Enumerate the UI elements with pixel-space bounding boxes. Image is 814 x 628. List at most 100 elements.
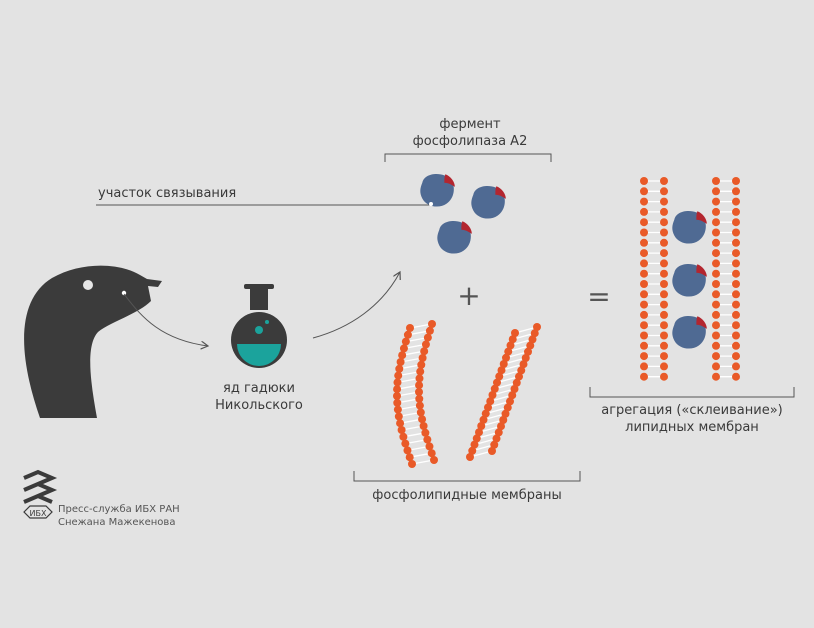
lipid-molecule [396, 354, 427, 366]
logo-text: ИБХ [30, 509, 47, 518]
lipid-molecule [470, 434, 501, 449]
lipid-molecule [393, 381, 424, 394]
lipid-molecule [640, 259, 668, 268]
lipid-molecule [712, 207, 740, 216]
lipid-molecule [640, 362, 668, 371]
lipid-molecule [399, 340, 430, 353]
enzyme-molecule [672, 315, 707, 349]
enzyme-label-line1: фермент [439, 117, 501, 132]
lipid-molecule [401, 333, 432, 346]
lipid-molecule [640, 269, 668, 278]
lipid-molecule [486, 391, 517, 406]
lipid-molecule [712, 331, 740, 340]
lipid-molecule [396, 415, 427, 428]
lipid-molecule [712, 269, 740, 278]
lipid-molecule [490, 378, 521, 393]
enzyme-label-line2: фосфолипаза А2 [412, 134, 528, 149]
ibch-logo-icon: ИБХ [23, 469, 58, 519]
enzyme-molecule [420, 173, 455, 207]
membranes-label: фосфолипидные мембраны [372, 488, 562, 503]
flask-icon [231, 284, 287, 368]
lipid-molecule [640, 331, 668, 340]
lipid-molecule [394, 408, 425, 421]
lipid-molecule [408, 456, 438, 468]
aggregation-label-line1: агрегация («склеивание») [601, 403, 783, 418]
lipid-molecule [640, 290, 668, 299]
lipid-molecule [712, 372, 740, 381]
lipid-molecule [640, 321, 668, 330]
lipid-molecule [712, 341, 740, 350]
enzyme-bracket [384, 153, 552, 162]
lipid-molecule [640, 352, 668, 361]
aggregation-bracket [589, 387, 795, 398]
enzyme-molecule [672, 210, 707, 244]
plus-sign: + [457, 279, 480, 312]
lipid-molecule [712, 259, 740, 268]
arrow-flask-to-enzyme [312, 272, 400, 339]
lipid-molecule [502, 347, 532, 362]
equals-sign: = [587, 280, 610, 313]
lipid-molecule [401, 435, 432, 448]
lipid-molecule [712, 177, 740, 185]
lipid-molecule [403, 326, 434, 339]
enzyme-molecule [672, 263, 707, 297]
arrow-snake-to-flask [123, 293, 208, 346]
phospholipid-membranes [393, 320, 541, 468]
membranes-bracket [353, 471, 581, 482]
lipid-molecule [640, 310, 668, 319]
lipid-molecule [481, 403, 512, 418]
lipid-molecule [488, 385, 519, 399]
lipid-molecule [499, 354, 530, 368]
binding-site-marker [429, 202, 433, 206]
lipid-molecule [484, 397, 514, 412]
snake-icon [24, 265, 163, 418]
lipid-molecule [399, 428, 430, 441]
lipid-molecule [497, 360, 528, 375]
lipid-molecule [640, 300, 668, 309]
lipid-molecule [397, 422, 428, 434]
lipid-molecule [393, 401, 424, 414]
venom-label-line1: яд гадюки [223, 381, 295, 396]
lipid-molecule [712, 290, 740, 299]
lipid-molecule [640, 280, 668, 288]
lipid-molecule [403, 442, 434, 455]
lipid-molecule [393, 394, 424, 407]
lipid-molecule [712, 352, 740, 361]
lipid-molecule [712, 362, 740, 371]
lipid-molecule [406, 320, 436, 332]
lipid-molecule [640, 238, 668, 247]
lipid-molecule [712, 238, 740, 247]
lipid-molecule [712, 228, 740, 237]
aggregated-membranes [640, 177, 740, 381]
venom-label: яд гадюки Никольского [189, 380, 329, 414]
lipid-molecule [640, 372, 668, 381]
lipid-molecule [640, 197, 668, 206]
lipid-molecule [479, 409, 510, 424]
lipid-molecule [395, 360, 426, 373]
lipid-molecule [640, 187, 668, 196]
lipid-molecule [511, 323, 541, 337]
enzyme-label: фермент фосфолипаза А2 [390, 116, 550, 150]
lipid-molecule [640, 341, 668, 350]
credit-line1: Пресс-служба ИБХ РАН [58, 504, 180, 515]
lipid-molecule [640, 207, 668, 216]
lipid-molecule [712, 310, 740, 319]
lipid-molecule [712, 249, 740, 258]
lipid-molecule [640, 177, 668, 185]
enzyme-molecule [437, 220, 472, 254]
lipid-molecule [472, 428, 503, 443]
lipid-molecule [495, 366, 526, 381]
lipid-molecule [640, 228, 668, 237]
lipid-molecule [405, 449, 436, 462]
lipid-molecule [398, 347, 429, 360]
lipid-molecule [508, 329, 539, 344]
lipid-molecule [506, 335, 537, 350]
lipid-molecule [475, 422, 505, 437]
binding-site-label: участок связывания [98, 186, 237, 201]
lipid-molecule [394, 367, 425, 380]
aggregation-label: агрегация («склеивание») липидных мембра… [586, 402, 798, 436]
lipid-molecule [712, 187, 740, 196]
credit-line2: Снежана Мажекенова [58, 517, 176, 528]
lipid-molecule [640, 249, 668, 258]
